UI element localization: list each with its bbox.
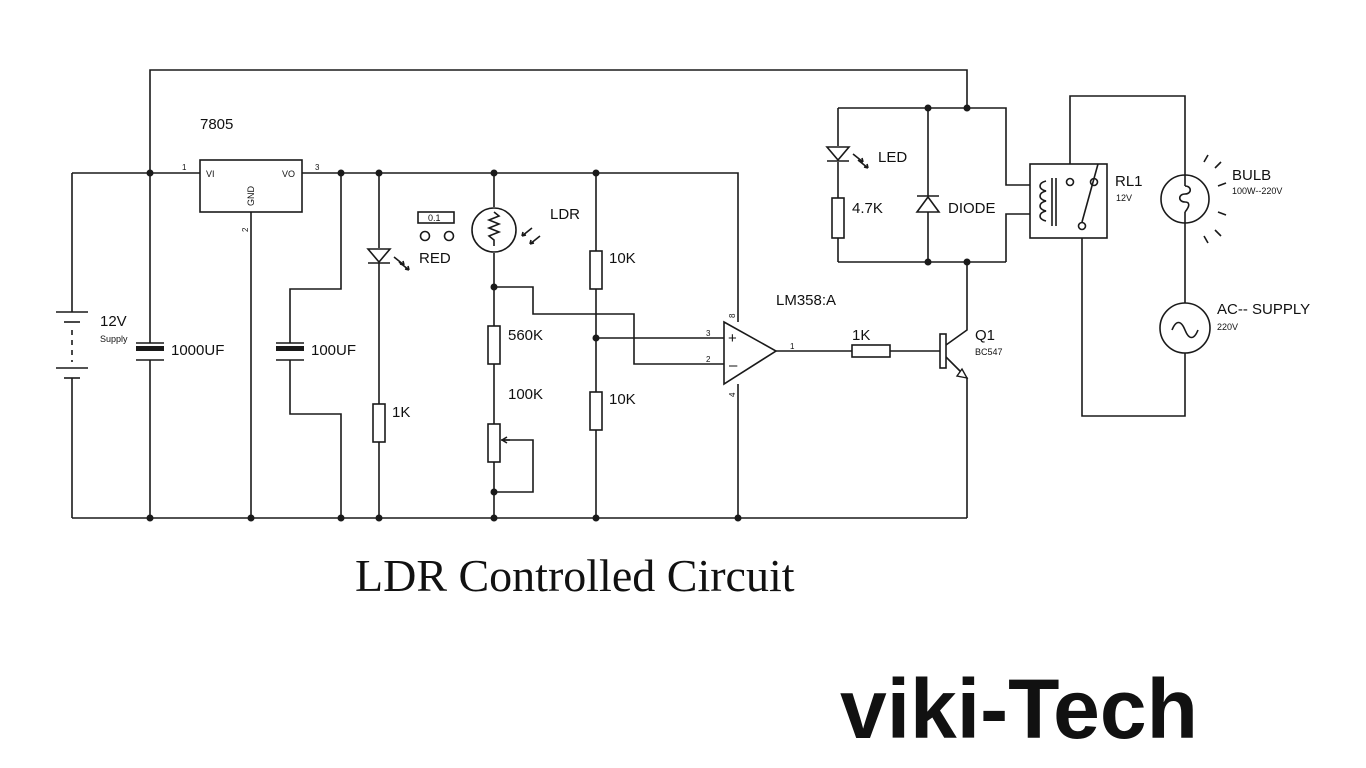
- diode-label: DIODE: [948, 200, 996, 217]
- regulator-pin3-number: 3: [315, 163, 320, 172]
- opamp-pin8: 8: [728, 313, 737, 318]
- potentiometer-100k: 100K: [487, 386, 543, 463]
- resistor-10k-bottom-label: 10K: [609, 391, 636, 408]
- regulator-pin-vo: VO: [282, 169, 295, 179]
- opamp-plus-sign: +: [728, 330, 737, 347]
- resistor-10k-top: 10K: [589, 250, 636, 290]
- regulator-pin1-number: 1: [182, 163, 187, 172]
- transistor-part: BC547: [975, 347, 1003, 357]
- ac-supply-label: AC-- SUPPLY: [1217, 301, 1310, 318]
- resistor-560k: 560K: [487, 325, 543, 365]
- resistor-10k-top-label: 10K: [609, 250, 636, 267]
- battery-sublabel: Supply: [100, 334, 128, 344]
- transistor-q1: Q1 BC547: [939, 327, 1003, 379]
- ac-supply-sublabel: 220V: [1217, 322, 1238, 332]
- wires: [71, 69, 1186, 519]
- capacitor-100uf: 100UF: [276, 342, 356, 361]
- flyback-diode: DIODE: [915, 195, 996, 217]
- resistor-10k-bottom: 10K: [589, 391, 636, 431]
- capacitor-1000uf-label: 1000UF: [171, 342, 224, 359]
- regulator-pin-gnd: GND: [246, 186, 256, 207]
- ac-supply: AC-- SUPPLY 220V: [1159, 301, 1310, 354]
- opamp-pin2: 2: [706, 355, 711, 364]
- relay-label: RL1: [1115, 173, 1143, 190]
- ldr-meter-value: 0.1: [428, 213, 441, 223]
- transistor-label: Q1: [975, 327, 995, 344]
- ldr-sensor: 0.1 LDR: [417, 206, 580, 253]
- voltage-regulator: 7805 VI VO GND 1 3 2: [182, 116, 320, 232]
- battery-12v: 12V Supply: [56, 311, 128, 379]
- led-indicator-label: LED: [878, 149, 907, 166]
- led-red-label: RED: [419, 250, 451, 267]
- opamp-lm358: + – 3 2 1 8 4 LM358:A: [706, 292, 836, 397]
- regulator-pin2-number: 2: [241, 227, 250, 232]
- resistor-1k-led: 1K: [372, 403, 410, 443]
- opamp-minus-sign: –: [729, 357, 738, 374]
- led-red: RED: [366, 248, 451, 271]
- bulb-load: BULB 100W--220V: [1160, 154, 1282, 244]
- resistor-4k7-label: 4.7K: [852, 200, 883, 217]
- resistor-1k-led-label: 1K: [392, 404, 410, 421]
- resistor-1k-base-label: 1K: [852, 327, 870, 344]
- opamp-label: LM358:A: [776, 292, 836, 309]
- relay-rl1: RL1 12V: [1029, 163, 1143, 239]
- resistor-4k7: 4.7K: [831, 197, 883, 239]
- capacitor-100uf-label: 100UF: [311, 342, 356, 359]
- regulator-label: 7805: [200, 116, 233, 133]
- brand-logo: viki-Tech: [840, 662, 1198, 756]
- capacitor-1000uf: 1000UF: [136, 342, 224, 361]
- ldr-label: LDR: [550, 206, 580, 223]
- bulb-rays: [1203, 154, 1227, 244]
- junction-dots: [146, 104, 971, 522]
- potentiometer-100k-label: 100K: [508, 386, 543, 403]
- opamp-pin1: 1: [790, 342, 795, 351]
- battery-label: 12V: [100, 313, 127, 330]
- diagram-title: LDR Controlled Circuit: [355, 550, 795, 601]
- opamp-pin3: 3: [706, 329, 711, 338]
- regulator-pin-vi: VI: [206, 169, 215, 179]
- led-indicator: LED: [825, 146, 907, 169]
- resistor-560k-label: 560K: [508, 327, 543, 344]
- opamp-pin4: 4: [728, 392, 737, 397]
- relay-sublabel: 12V: [1116, 193, 1132, 203]
- resistor-1k-base: 1K: [851, 327, 891, 358]
- bulb-label: BULB: [1232, 167, 1271, 184]
- bulb-sublabel: 100W--220V: [1232, 186, 1282, 196]
